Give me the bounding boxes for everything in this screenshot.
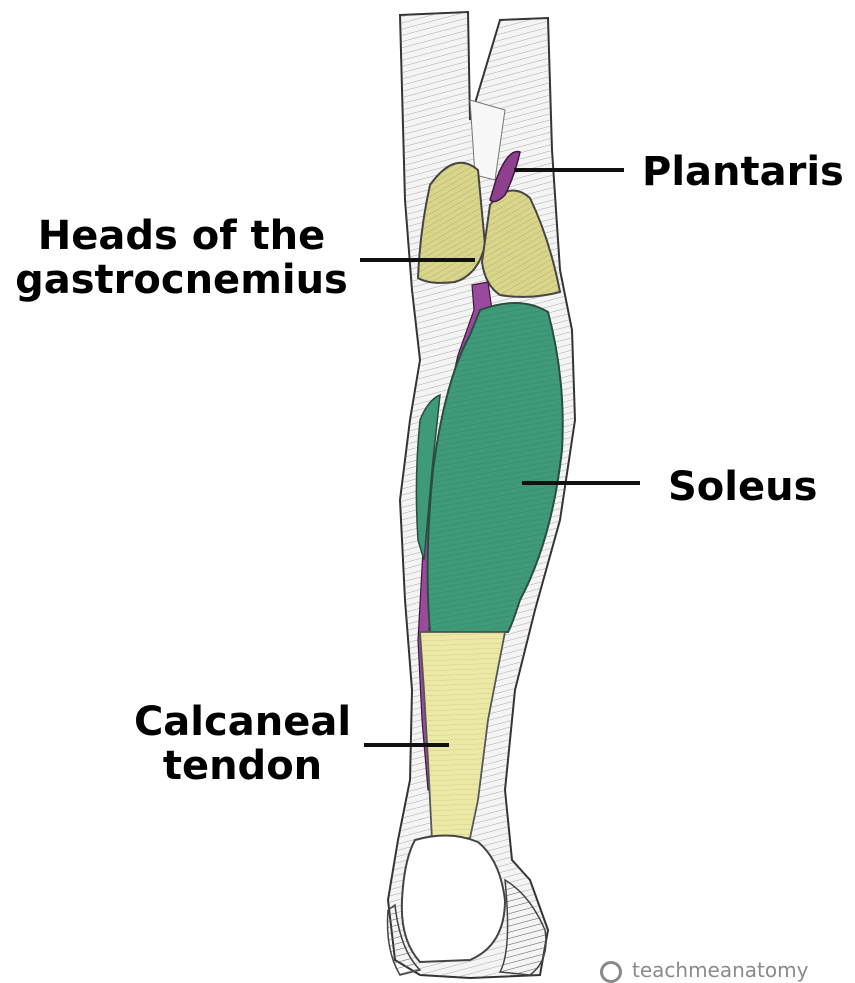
gastrocnemius-leader-line	[360, 258, 475, 262]
soleus-label: Soleus	[668, 465, 817, 509]
watermark: teachmeanatomy	[600, 958, 808, 983]
calcaneal-label-line2: tendon	[130, 744, 355, 788]
gastrocnemius-label-line2: gastrocnemius	[14, 258, 349, 302]
soleus-leader-line	[522, 481, 640, 485]
gastrocnemius-label-line1: Heads of the	[14, 214, 349, 258]
gastrocnemius-label: Heads of the gastrocnemius	[14, 214, 349, 302]
calcaneal-label: Calcaneal tendon	[130, 700, 355, 788]
plantaris-label: Plantaris	[642, 150, 844, 194]
calcaneal-label-line1: Calcaneal	[130, 700, 355, 744]
watermark-text: teachmeanatomy	[632, 958, 808, 982]
teachmeanatomy-logo-icon	[600, 961, 622, 983]
plantaris-leader-line	[514, 168, 624, 172]
calcaneal-leader-line	[364, 743, 449, 747]
